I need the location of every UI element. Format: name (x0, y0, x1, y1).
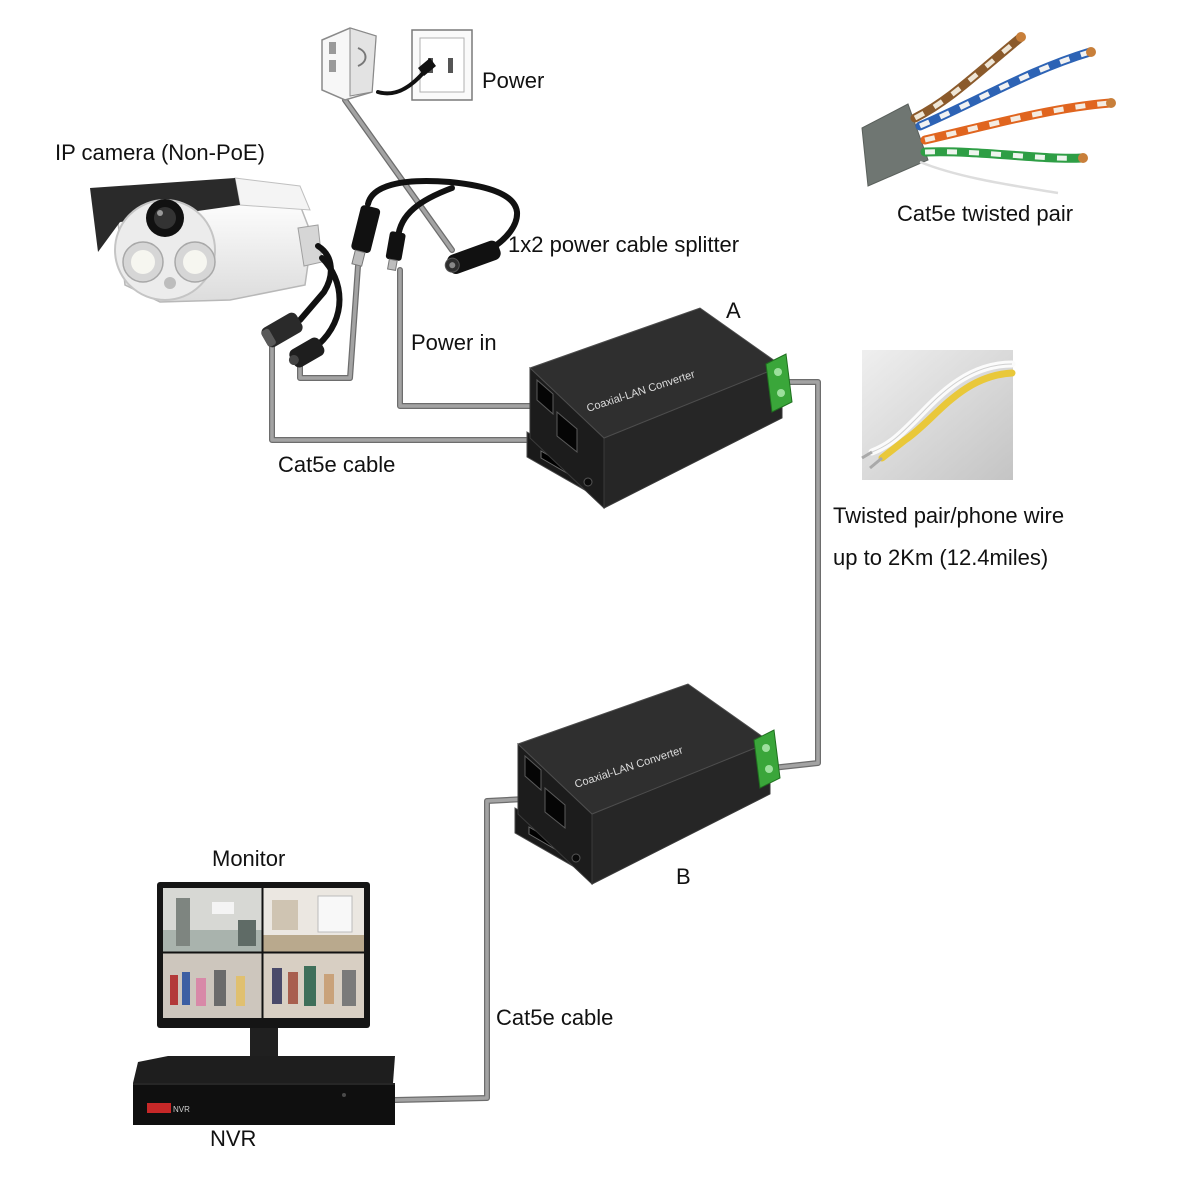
light-sensor (164, 277, 176, 289)
monitor-screen (163, 888, 364, 1018)
converter-a-label: A (726, 298, 741, 323)
power-adapter (321, 27, 377, 101)
camera-dc-jack (288, 337, 325, 368)
twisted-pair-wire-label: Twisted pair/phone wire (833, 503, 1064, 528)
cat5e-cable-camera-label: Cat5e cable (278, 452, 395, 477)
power-in-label: Power in (411, 330, 497, 355)
nvr-cat5e-cable (392, 795, 548, 1103)
wall-outlet (411, 29, 473, 101)
twisted-pair-line (769, 379, 821, 771)
power-in-cable (397, 267, 543, 409)
terminal-block (765, 353, 793, 413)
dc-power-port (556, 410, 578, 454)
dc-power-port (544, 786, 566, 830)
power-splitter (351, 178, 520, 274)
ip-camera (90, 177, 343, 368)
power-label: Power (482, 68, 544, 93)
nvr-front-label: NVR (173, 1105, 190, 1114)
terminal-block (753, 729, 781, 789)
cat5e-cable-nvr-label: Cat5e cable (496, 1005, 613, 1030)
phone-wire-photo (861, 350, 1016, 480)
converter-a: Coaxial-LAN Converter (526, 307, 793, 510)
cat5e-cable-photo (861, 32, 1116, 195)
nvr-label: NVR (210, 1126, 256, 1151)
ir-led-left (122, 241, 164, 283)
power-splitter-label: 1x2 power cable splitter (508, 232, 739, 257)
rj45-port (536, 378, 554, 416)
monitor (157, 882, 370, 1072)
camera-lens (146, 199, 184, 237)
converter-b: Coaxial-LAN Converter (514, 683, 781, 886)
adapter-cable (342, 97, 455, 253)
monitor-label: Monitor (212, 846, 285, 871)
splitter-plug-2 (385, 231, 406, 271)
splitter-female-jack (444, 240, 501, 274)
cat5e-twisted-pair-label: Cat5e twisted pair (897, 201, 1073, 226)
ir-led-right (174, 241, 216, 283)
splitter-plug-1 (351, 205, 381, 267)
nvr-device: NVR (133, 1056, 395, 1125)
camera-rj45-connector (261, 312, 303, 348)
ip-camera-label: IP camera (Non-PoE) (55, 140, 265, 165)
camera-power-cable (297, 263, 361, 381)
converter-b-label: B (676, 864, 691, 889)
nvr-badge (147, 1103, 171, 1113)
rj45-port (524, 754, 542, 792)
twisted-pair-distance-label: up to 2Km (12.4miles) (833, 545, 1048, 570)
plug-cable (376, 58, 436, 96)
